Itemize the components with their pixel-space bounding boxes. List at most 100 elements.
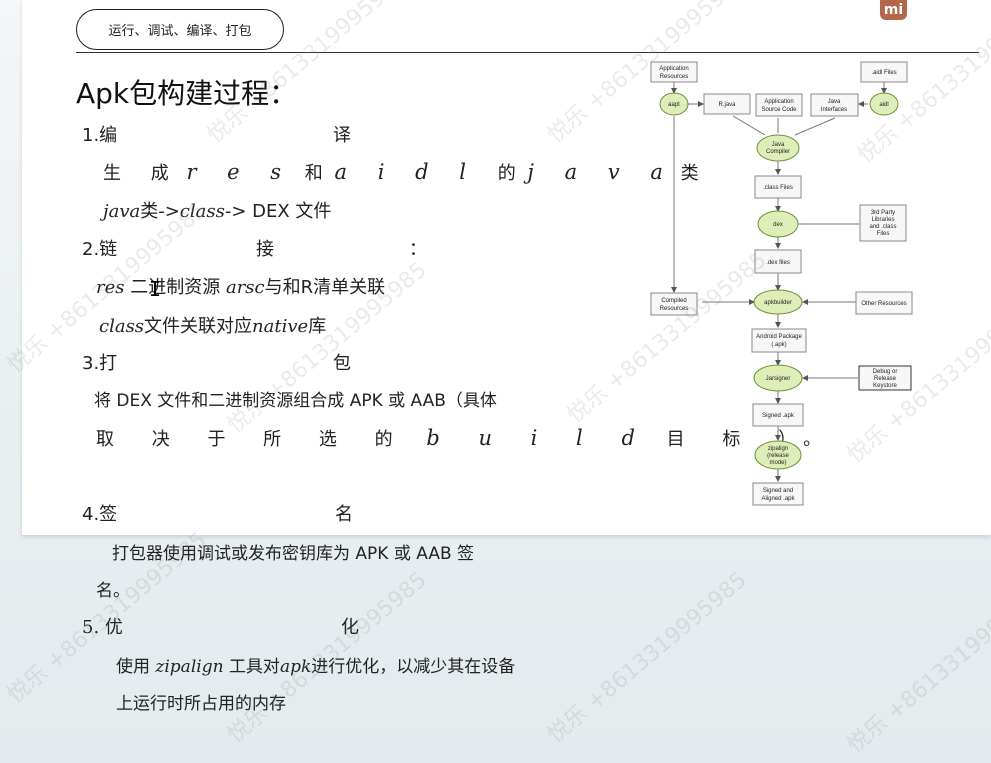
step4-heading: 4.签: [82, 504, 118, 525]
compiled-resources-box: Compiled Resources: [650, 292, 698, 316]
step2-line2: class文件关联对应native库: [99, 312, 326, 338]
svg-text:Application: Application: [659, 66, 688, 72]
java-compiler-oval: Java Compiler: [756, 134, 800, 162]
class-files-box: .class Files: [754, 175, 802, 199]
step4-line2: 名。: [96, 581, 130, 601]
svg-text:(.apk): (.apk): [771, 342, 786, 348]
page-title: Apk包构建过程：: [76, 77, 298, 110]
text-span: 使用: [116, 657, 150, 677]
svg-text:Other Resources: Other Resources: [861, 301, 906, 307]
step5-heading-end: 化: [341, 617, 359, 638]
svg-text:Java: Java: [772, 142, 785, 148]
step1-heading: 1.编: [82, 125, 118, 146]
text-span: arsc: [225, 277, 265, 298]
jarsigner-oval: Jarsigner: [753, 364, 803, 392]
svg-text:Resources: Resources: [660, 74, 689, 80]
step5-line1: 使用 zipalign 工具对apk进行优化，以减少其在设备: [116, 652, 515, 677]
svg-text:Interfaces: Interfaces: [821, 107, 847, 113]
watermark: 悦乐 +8613319995985: [842, 577, 991, 759]
text-span: 进行优化，以减少其在设备: [311, 657, 516, 677]
step3-line1: 将 DEX 文件和二进制资源组合成 APK 或 AAB（具体: [94, 391, 497, 411]
text-span: java: [103, 201, 141, 222]
other-resources-box: Other Resources: [855, 291, 913, 315]
step3-heading: 3.打: [82, 353, 118, 374]
dex-files-box: .dex files: [754, 249, 802, 274]
step1-line2: java类->class-> DEX 文件: [103, 197, 331, 223]
svg-text:and .class: and .class: [869, 224, 896, 230]
text-span: 二进制资源: [130, 277, 221, 298]
text-span: -> DEX 文件: [224, 201, 332, 222]
svg-text:Android Package: Android Package: [756, 334, 802, 340]
svg-text:.aidl Files: .aidl Files: [871, 70, 896, 76]
section-pill: 运行、调试、编译、打包: [76, 9, 284, 50]
apkbuilder-oval: apkbuilder: [753, 289, 803, 315]
svg-text:aapt: aapt: [668, 102, 680, 108]
aapt-oval: aapt: [659, 92, 689, 116]
text-span: 和: [304, 163, 323, 184]
android-package-box: Android Package (.apk): [751, 328, 807, 353]
step2-heading-mid: 接: [256, 239, 274, 260]
watermark: 悦乐 +8613319995985: [542, 567, 752, 749]
java-interfaces-box: Java Interfaces: [810, 93, 859, 117]
step5-heading: 5. 优: [82, 617, 123, 638]
svg-text:Debug or: Debug or: [873, 369, 898, 375]
svg-text:Compiled: Compiled: [661, 298, 686, 304]
svg-text:3rd Party: 3rd Party: [871, 210, 895, 216]
brand-logo-icon: mi: [880, 0, 907, 20]
aidl-files-box: .aidl Files: [860, 61, 908, 83]
app-source-box: Application Source Code: [755, 93, 803, 117]
text-span: 的: [497, 163, 516, 184]
text-span: apk: [279, 657, 312, 677]
third-party-box: 3rd Party Libraries and .class Files: [859, 204, 907, 242]
svg-text:Signed .apk: Signed .apk: [762, 413, 795, 419]
svg-text:Release: Release: [874, 376, 897, 382]
step2-heading: 2.链: [82, 239, 118, 260]
text-span: 类->: [140, 201, 180, 222]
step2-heading-end: ：: [409, 239, 427, 260]
svg-text:dex: dex: [773, 222, 783, 228]
svg-text:Source Code: Source Code: [761, 107, 797, 113]
step2-line1: res 二进制资源 arsc与和R清单关联: [96, 273, 385, 299]
text-span: 取 决 于 所 选 的: [96, 429, 409, 450]
rjava-box: R.java: [703, 93, 751, 115]
zipalign-oval: zipalign (release mode): [754, 440, 802, 470]
text-span: 工具对: [228, 657, 280, 677]
text-span: 库: [308, 316, 327, 337]
step4-line1: 打包器使用调试或发布密钥库为 APK 或 AAB 签: [112, 544, 475, 564]
step1-line1: 生 成 r e s 和 a i d l 的 j a v a 类: [103, 159, 699, 185]
text-span: res: [96, 277, 125, 298]
svg-text:Java: Java: [828, 99, 841, 105]
step5-line2: 上运行时所占用的内存: [116, 694, 286, 714]
svg-text:Signed and: Signed and: [763, 488, 793, 494]
header-divider: [76, 52, 979, 53]
text-span: j a v a: [527, 160, 675, 184]
text-span: b u i l d: [426, 426, 651, 450]
svg-text:aidl: aidl: [879, 102, 888, 108]
text-span: a i d l: [334, 160, 478, 184]
text-span: r e s: [186, 160, 294, 184]
svg-text:Files: Files: [877, 231, 890, 237]
aidl-oval: aidl: [869, 92, 899, 116]
signed-apk-box: Signed .apk: [752, 403, 804, 427]
svg-text:(release: (release: [767, 453, 789, 459]
step3-heading-end: 包: [333, 353, 351, 374]
text-span: class: [179, 201, 225, 222]
text-span: zipalign: [155, 657, 224, 677]
svg-text:zipalign: zipalign: [768, 446, 788, 452]
slide-page: [22, 0, 991, 535]
step1-heading-end: 译: [333, 125, 351, 146]
signed-aligned-box: Signed and Aligned .apk: [752, 482, 804, 506]
apk-build-diagram: Application Resources .aidl Files R.java…: [650, 61, 913, 506]
text-span: 生 成: [103, 163, 181, 184]
svg-text:Keystore: Keystore: [873, 383, 897, 389]
svg-text:R.java: R.java: [718, 102, 736, 108]
svg-text:mode): mode): [769, 460, 786, 466]
text-span: 文件关联对应: [144, 316, 253, 337]
svg-text:Libraries: Libraries: [871, 217, 894, 223]
svg-text:Compiler: Compiler: [766, 149, 790, 155]
text-span: native: [252, 316, 309, 337]
svg-text:.class Files: .class Files: [763, 185, 793, 191]
svg-text:.dex files: .dex files: [766, 260, 790, 266]
keystore-box: Debug or Release Keystore: [858, 365, 912, 391]
text-span: 类: [680, 163, 699, 184]
